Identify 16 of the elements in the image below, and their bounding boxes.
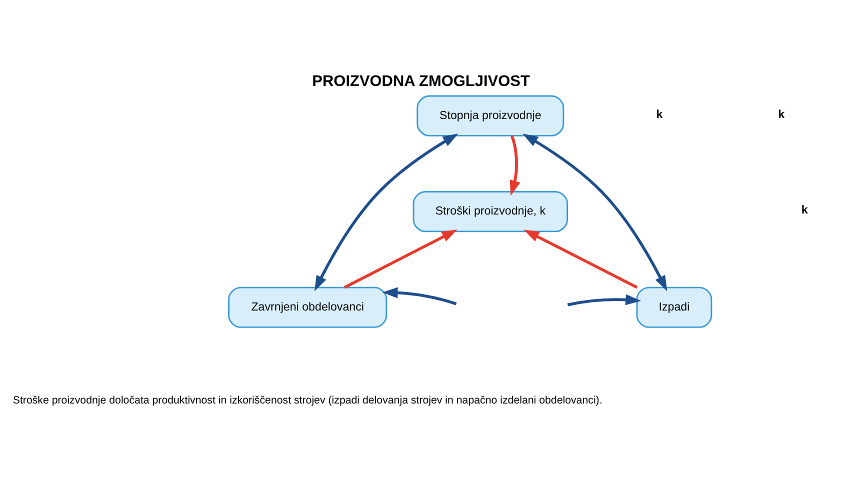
arrow bbox=[344, 230, 458, 289]
node-box: Izpadi bbox=[636, 286, 712, 328]
caption: Stroške proizvodnje določata produktivnost in izkoriščenost strojev (izpadi delovanja strojev in napačno izdelani obdelovanci). bbox=[12, 394, 602, 406]
label: k bbox=[656, 108, 663, 121]
arrow bbox=[567, 294, 642, 306]
arrow bbox=[510, 135, 520, 196]
diagram-title: PROIZVODNA ZMOGLJIVOST bbox=[312, 73, 530, 90]
label: k bbox=[801, 204, 808, 217]
node-box: Stroški proizvodnje, k bbox=[412, 191, 568, 232]
arrow bbox=[522, 134, 668, 292]
node-box: Stopnja proizvodnje bbox=[416, 95, 564, 136]
arrow bbox=[382, 287, 457, 306]
node-box: Zavrnjeni obdelovanci bbox=[228, 286, 388, 328]
arrow bbox=[314, 134, 458, 292]
label: k bbox=[778, 108, 785, 121]
arrow bbox=[524, 230, 638, 289]
